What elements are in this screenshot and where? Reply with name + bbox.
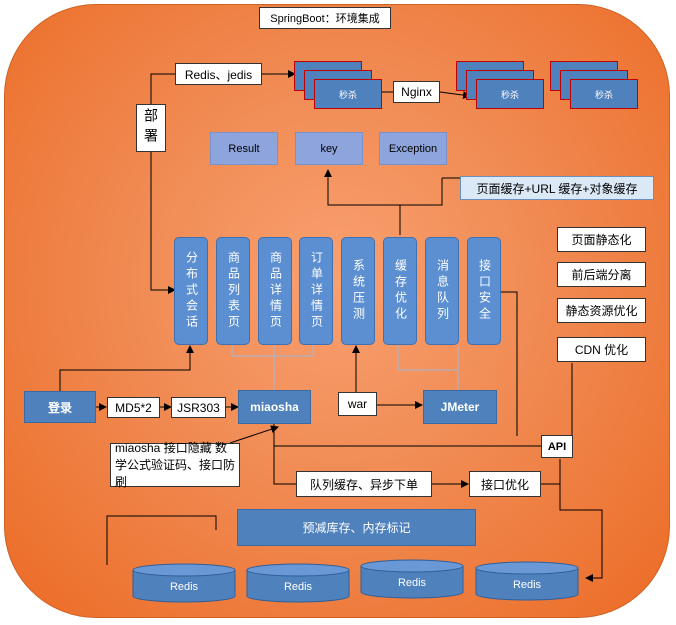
redis-cylinder-4: Redis	[475, 561, 579, 601]
api-box: API	[541, 435, 573, 458]
jmeter-box: JMeter	[423, 390, 497, 424]
module-message-queue: 消息队列	[425, 237, 459, 345]
nginx-label: Nginx	[393, 81, 440, 103]
module-interface-security: 接口安全	[467, 237, 501, 345]
module-stress-test: 系统压测	[341, 237, 375, 345]
key-box: key	[295, 132, 363, 165]
queue-box: 队列缓存、异步下单	[296, 471, 432, 497]
frontend-backend-separation-item: 前后端分离	[557, 262, 646, 287]
page-title: SpringBoot：环境集成	[259, 7, 391, 29]
md5-box: MD5*2	[107, 397, 160, 418]
login-box: 登录	[24, 391, 96, 423]
stock-box: 预减库存、内存标记	[237, 509, 476, 546]
redis-cylinder-1: Redis	[132, 563, 236, 603]
deploy-label: 部署	[136, 104, 166, 152]
module-cache-optimization: 缓存优化	[383, 237, 417, 345]
module-distributed-session: 分布式会话	[174, 237, 208, 345]
redis-label: Redis	[397, 577, 427, 589]
module-product-list: 商品列表页	[216, 237, 250, 345]
redis-label: Redis	[283, 581, 313, 593]
cdn-optimization-item: CDN 优化	[557, 337, 646, 362]
redis-cylinder-2: Redis	[246, 563, 350, 603]
redis-label: Redis	[169, 581, 199, 593]
module-order-detail: 订单详情页	[299, 237, 333, 345]
miaosha-box: miaosha	[238, 390, 311, 424]
result-box: Result	[210, 132, 278, 165]
static-page-item: 页面静态化	[557, 227, 646, 252]
seckill-card-front-3: 秒杀	[570, 79, 638, 109]
war-box: war	[338, 392, 377, 416]
seckill-card-front: 秒杀	[314, 79, 382, 109]
note-box: miaosha 接口隐藏 数学公式验证码、接口防刷	[110, 441, 240, 489]
exception-box: Exception	[379, 132, 447, 165]
jsr303-box: JSR303	[171, 397, 226, 418]
module-product-detail: 商品详情页	[258, 237, 292, 345]
api-optimization-box: 接口优化	[469, 471, 541, 497]
static-resource-item: 静态资源优化	[557, 298, 646, 323]
cache-box: 页面缓存+URL 缓存+对象缓存	[460, 176, 654, 200]
redis-jedis-label: Redis、jedis	[175, 63, 262, 85]
redis-label: Redis	[512, 579, 542, 591]
seckill-card-front-2: 秒杀	[476, 79, 544, 109]
redis-cylinder-3: Redis	[360, 559, 464, 599]
